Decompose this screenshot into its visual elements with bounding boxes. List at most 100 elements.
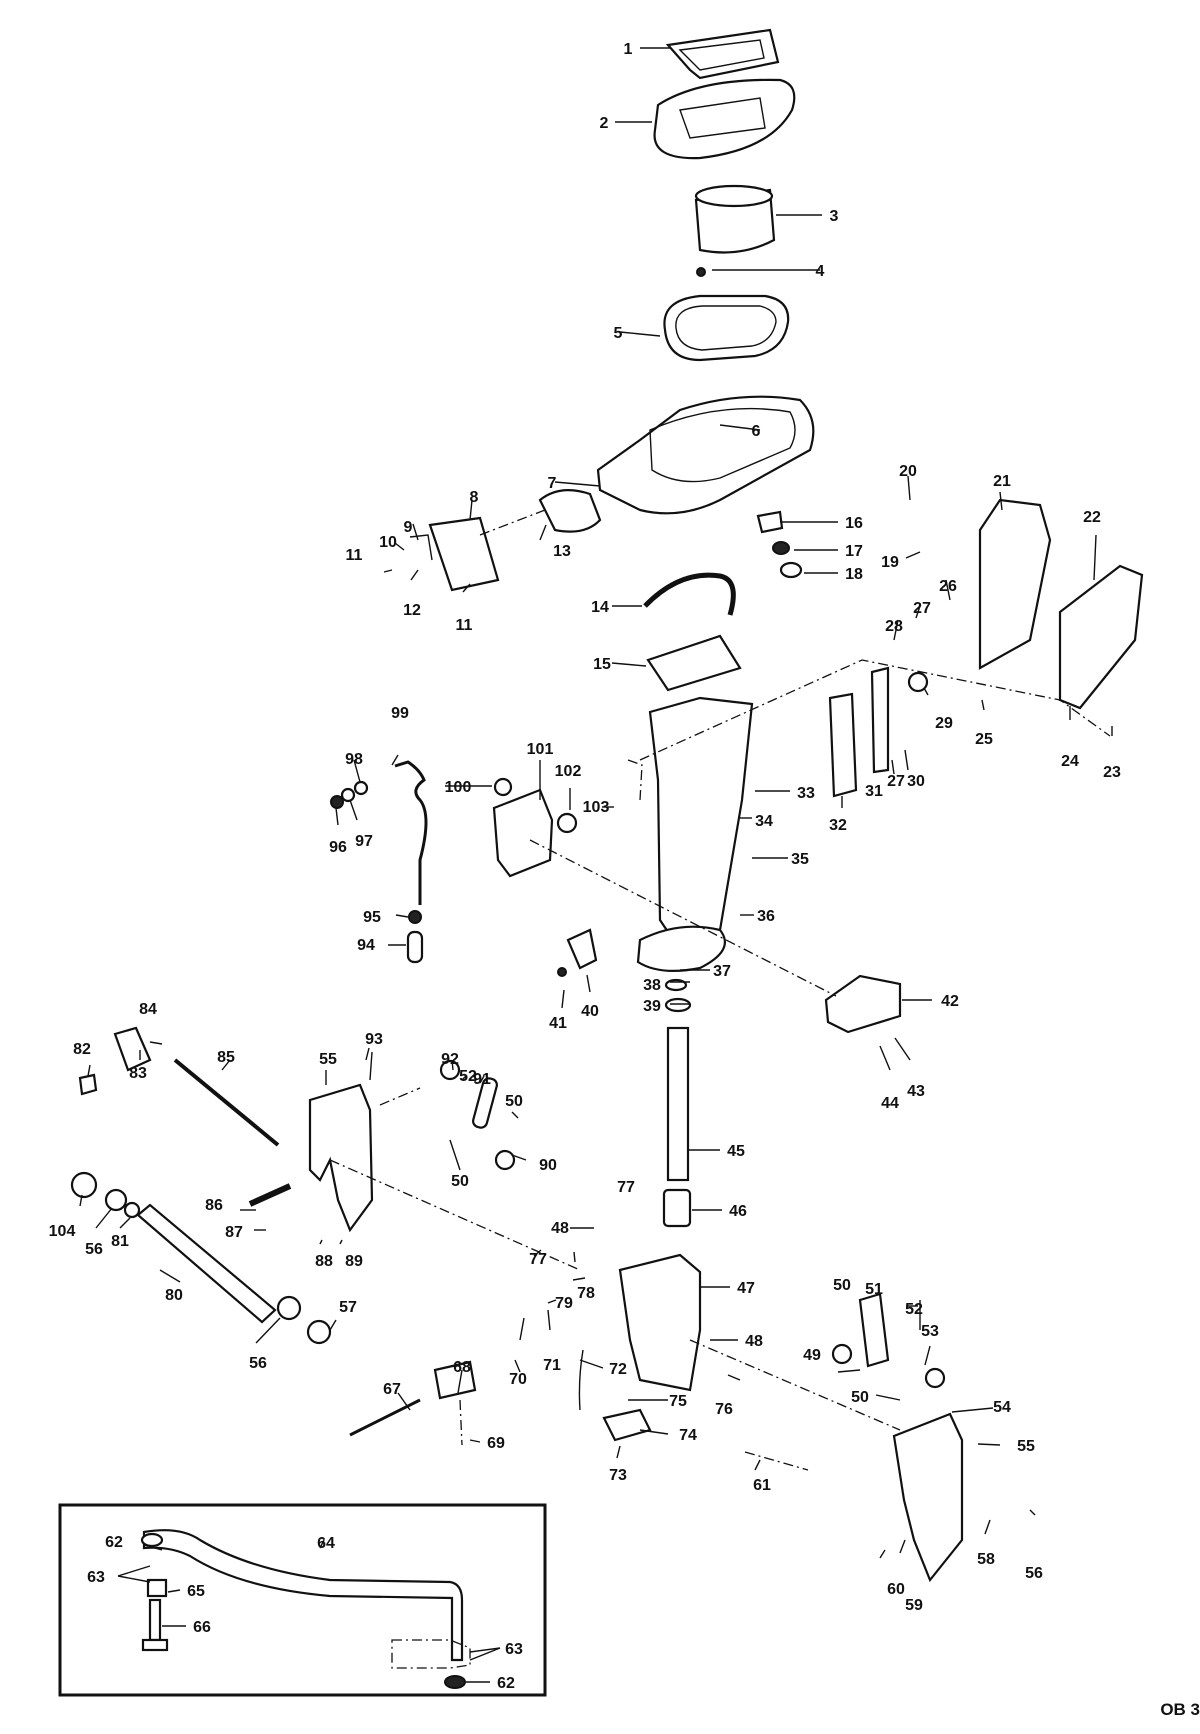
callout-1: 1 [624,41,633,58]
callout-101: 101 [527,741,554,758]
callout-64: 64 [317,1535,335,1552]
part-96-washer [330,795,344,809]
part-2-adaptor-plate [653,78,796,160]
callout-46: 46 [729,1203,747,1220]
part-54-clamp [892,1412,964,1583]
callout-21: 21 [993,473,1011,490]
callout-70: 70 [509,1371,527,1388]
callout-47: 47 [737,1280,755,1297]
part-63-clevis [391,1639,471,1669]
part-24-cover [1058,564,1144,710]
part-100-nut [493,777,513,797]
callout-41: 41 [549,1015,567,1032]
callout-50-b: 50 [451,1173,469,1190]
callout-49: 49 [803,1347,821,1364]
part-42-bracket [824,974,902,1034]
figure-code: OB 3 [1160,1700,1200,1719]
part-18-nut [779,561,803,579]
callout-103: 103 [583,799,610,816]
part-85-rod [173,1058,280,1147]
part-4-screw [696,267,706,277]
callout-59: 59 [905,1597,923,1614]
part-41-screw [557,967,567,977]
callout-63-right: 63 [505,1641,523,1658]
part-66-bolt [148,1598,162,1642]
callout-10: 10 [379,534,397,551]
callout-18: 18 [845,566,863,583]
callout-12: 12 [403,602,421,619]
callout-48-left: 48 [551,1220,569,1237]
callout-99: 99 [391,705,409,722]
part-98-nut [353,780,369,796]
callout-9: 9 [404,519,413,536]
callout-2: 2 [600,115,609,132]
part-39-seal [664,997,692,1013]
callout-84: 84 [139,1001,157,1018]
part-102-bushing [556,812,578,834]
callout-54: 54 [993,1399,1011,1416]
callout-25: 25 [975,731,993,748]
callout-27-upper: 27 [913,600,931,617]
callout-13: 13 [553,543,571,560]
part-56-nut [104,1188,128,1212]
callout-92: 92 [441,1051,459,1068]
inset-detail [58,1503,547,1697]
part-101-bracket [492,788,554,878]
callout-51: 51 [865,1281,883,1298]
part-86-spring [248,1183,292,1207]
callout-79: 79 [555,1295,573,1312]
callout-96: 96 [329,839,347,856]
callout-4: 4 [816,263,825,280]
callout-14: 14 [591,599,609,616]
part-83-bracket [113,1026,152,1072]
callout-97: 97 [355,833,373,850]
part-40-fitting [566,928,598,970]
callout-3: 3 [830,208,839,225]
callout-20: 20 [899,463,917,480]
callout-32: 32 [829,817,847,834]
part-7-base [596,395,815,515]
part-74-link [602,1408,652,1442]
callout-100: 100 [445,779,472,796]
callout-15: 15 [593,656,611,673]
part-67-cable [349,1398,421,1437]
callout-26: 26 [939,578,957,595]
callout-77-lower: 77 [529,1251,547,1268]
callout-11-upper: 11 [346,547,363,564]
callout-34: 34 [755,813,773,830]
callout-72: 72 [609,1361,627,1378]
callout-68: 68 [453,1359,471,1376]
callout-56-upper: 56 [85,1241,103,1258]
part-97-washer [340,787,356,803]
part-34-housing [648,696,754,952]
callout-39: 39 [643,998,661,1015]
leader-lines [79,47,1113,1683]
part-14-hose [643,572,736,616]
part-61-rod [744,1451,809,1471]
part-49-bushing [831,1343,853,1365]
callout-17: 17 [845,543,863,560]
callout-63-left: 63 [87,1569,105,1586]
part-80-tube [136,1203,277,1324]
callout-7: 7 [548,475,557,492]
callout-43: 43 [907,1083,925,1100]
callout-27-lower: 27 [887,773,905,790]
part-57-bushing [306,1319,332,1345]
part-8-plate [428,516,500,592]
callout-82: 82 [73,1041,91,1058]
part-65-bushing [146,1578,168,1598]
callout-29: 29 [935,715,953,732]
part-92-bushing [439,1059,461,1081]
callout-102: 102 [555,763,582,780]
callout-62-lower: 62 [497,1675,515,1692]
callout-50-a: 50 [505,1093,523,1110]
part-64-link [142,1529,464,1662]
part-drawings [70,28,1144,1583]
callout-75: 75 [669,1393,687,1410]
inset-frame [58,1503,547,1697]
callout-69: 69 [487,1435,505,1452]
part-94-sleeve [406,930,424,964]
callout-71: 71 [543,1357,561,1374]
callout-98: 98 [345,751,363,768]
